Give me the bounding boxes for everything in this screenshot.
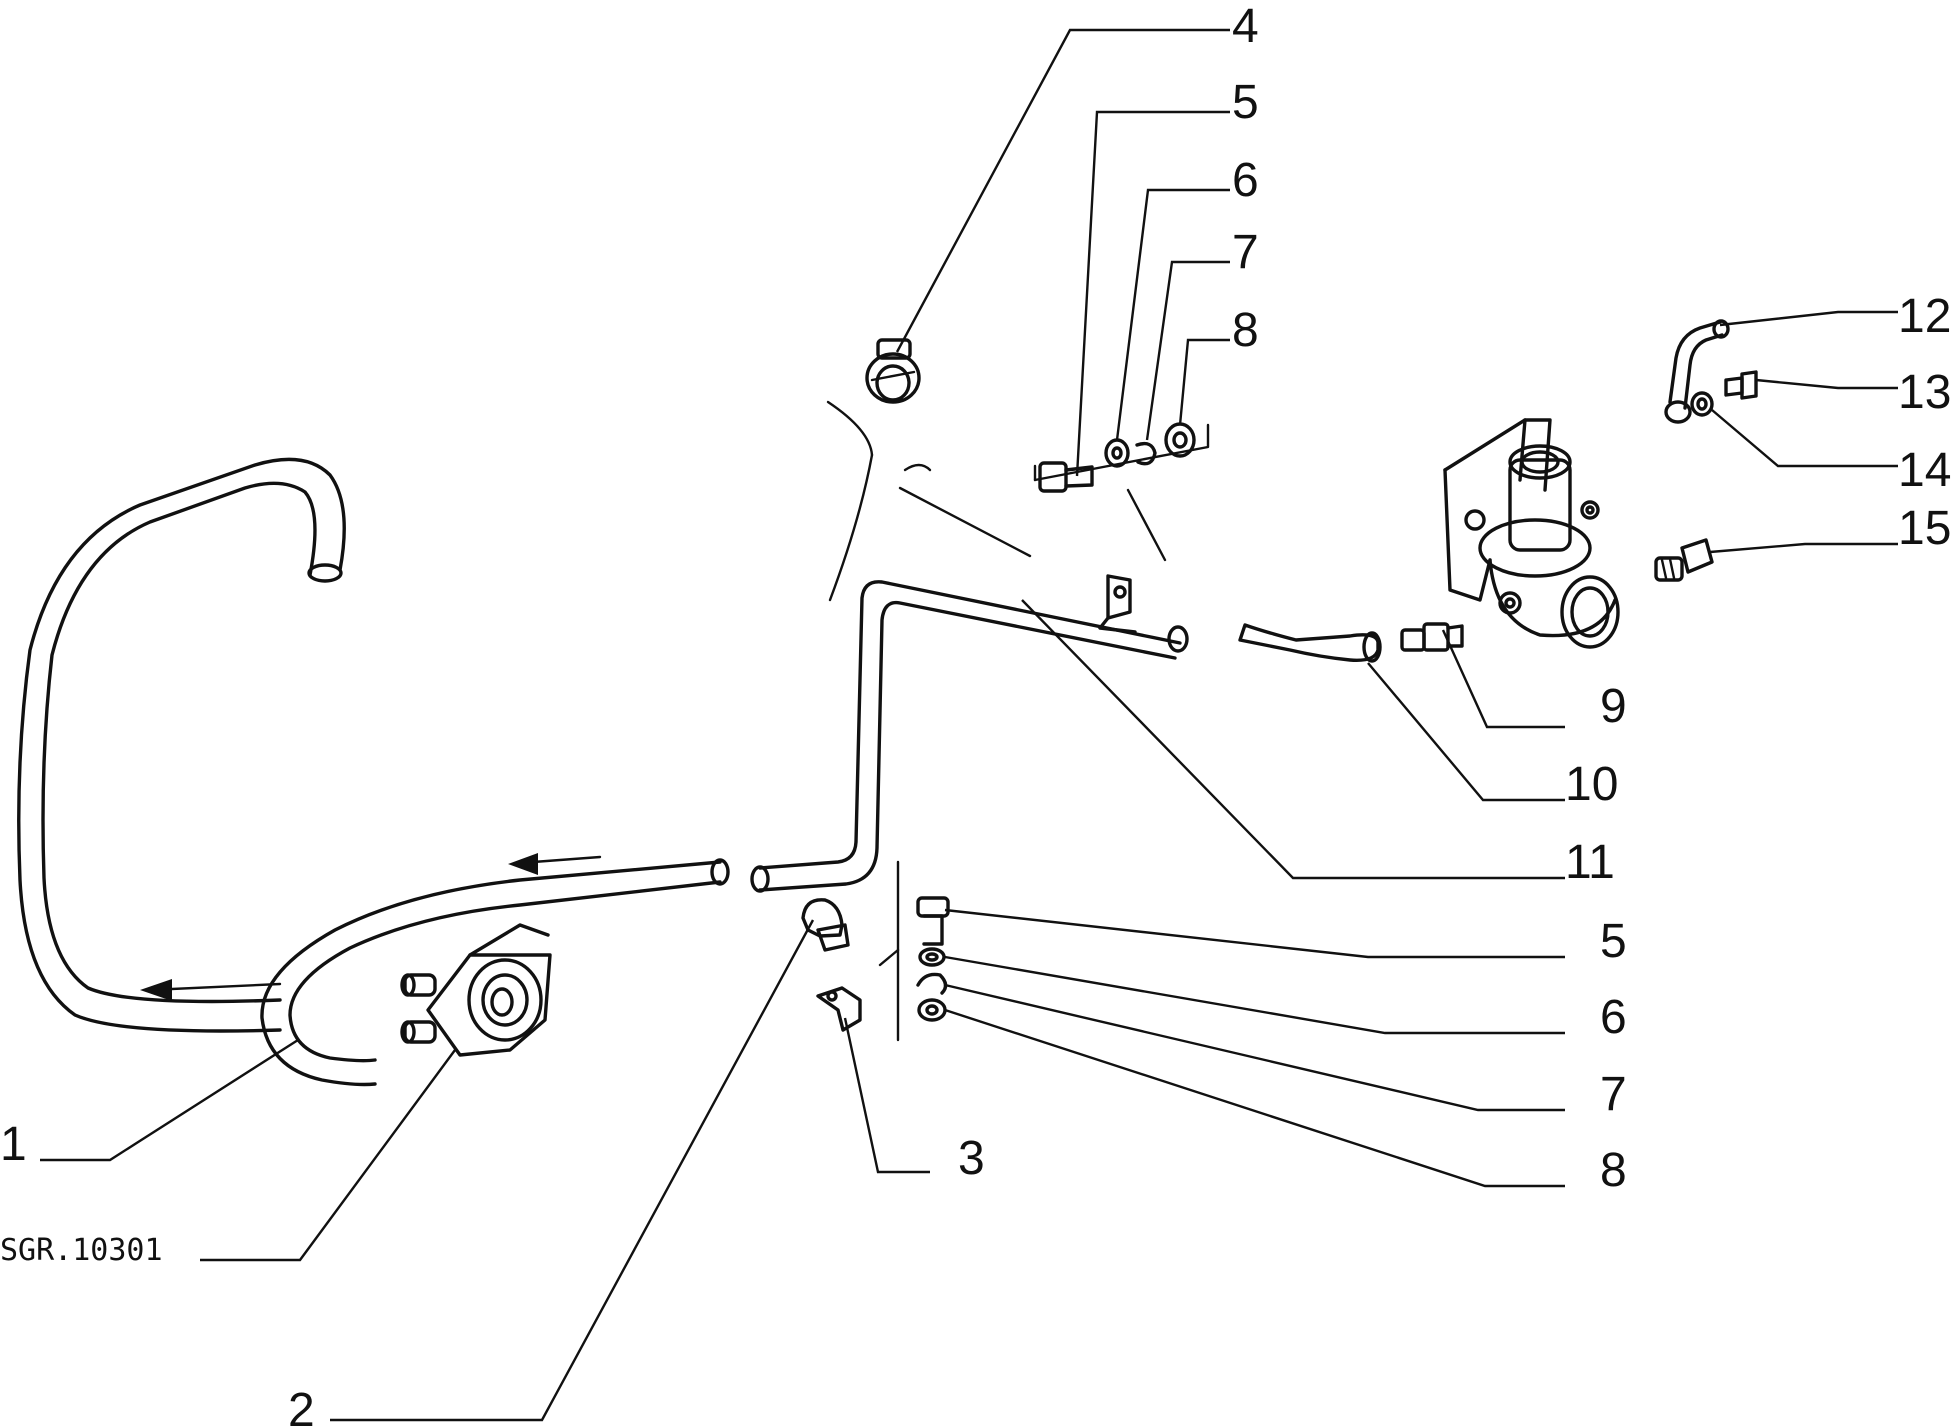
leader-lines bbox=[40, 28, 1898, 1422]
callout-11: 11 bbox=[1565, 836, 1615, 889]
bent-tube bbox=[1664, 319, 1730, 424]
callout-8-lower: 8 bbox=[1600, 1144, 1627, 1197]
hose-return bbox=[260, 853, 730, 1087]
callout-10: 10 bbox=[1565, 758, 1618, 811]
callout-6-lower: 6 bbox=[1600, 991, 1627, 1044]
callout-7-lower: 7 bbox=[1600, 1068, 1627, 1121]
short-hose bbox=[1238, 623, 1382, 663]
callout-5-upper: 5 bbox=[1232, 76, 1259, 129]
hose-clamp bbox=[865, 338, 921, 404]
grouping-braces bbox=[826, 400, 1210, 1042]
callout-9: 9 bbox=[1600, 680, 1627, 733]
lower-hardware bbox=[916, 896, 950, 1022]
union-fitting bbox=[1654, 538, 1714, 582]
reference-code: SGR.10301 bbox=[0, 1233, 163, 1268]
callout-12: 12 bbox=[1898, 290, 1951, 343]
callout-15: 15 bbox=[1898, 502, 1951, 555]
clip-and-bracket bbox=[801, 898, 862, 1032]
callout-7-upper: 7 bbox=[1232, 226, 1259, 279]
valve-body bbox=[1443, 418, 1620, 649]
banjo-bolt bbox=[1724, 370, 1758, 400]
rigid-pipe bbox=[750, 574, 1189, 893]
washer-small bbox=[1690, 391, 1714, 417]
hose-long bbox=[17, 457, 346, 1033]
callout-3: 3 bbox=[958, 1132, 985, 1185]
oil-cooler bbox=[400, 923, 552, 1057]
callout-5-lower: 5 bbox=[1600, 915, 1627, 968]
callout-4: 4 bbox=[1232, 0, 1259, 53]
fitting bbox=[1400, 622, 1464, 652]
callout-13: 13 bbox=[1898, 366, 1951, 419]
callout-6-upper: 6 bbox=[1232, 154, 1259, 207]
callout-14: 14 bbox=[1898, 444, 1951, 497]
callout-8-upper: 8 bbox=[1232, 304, 1259, 357]
callout-2: 2 bbox=[288, 1384, 315, 1426]
callout-1: 1 bbox=[0, 1118, 27, 1171]
